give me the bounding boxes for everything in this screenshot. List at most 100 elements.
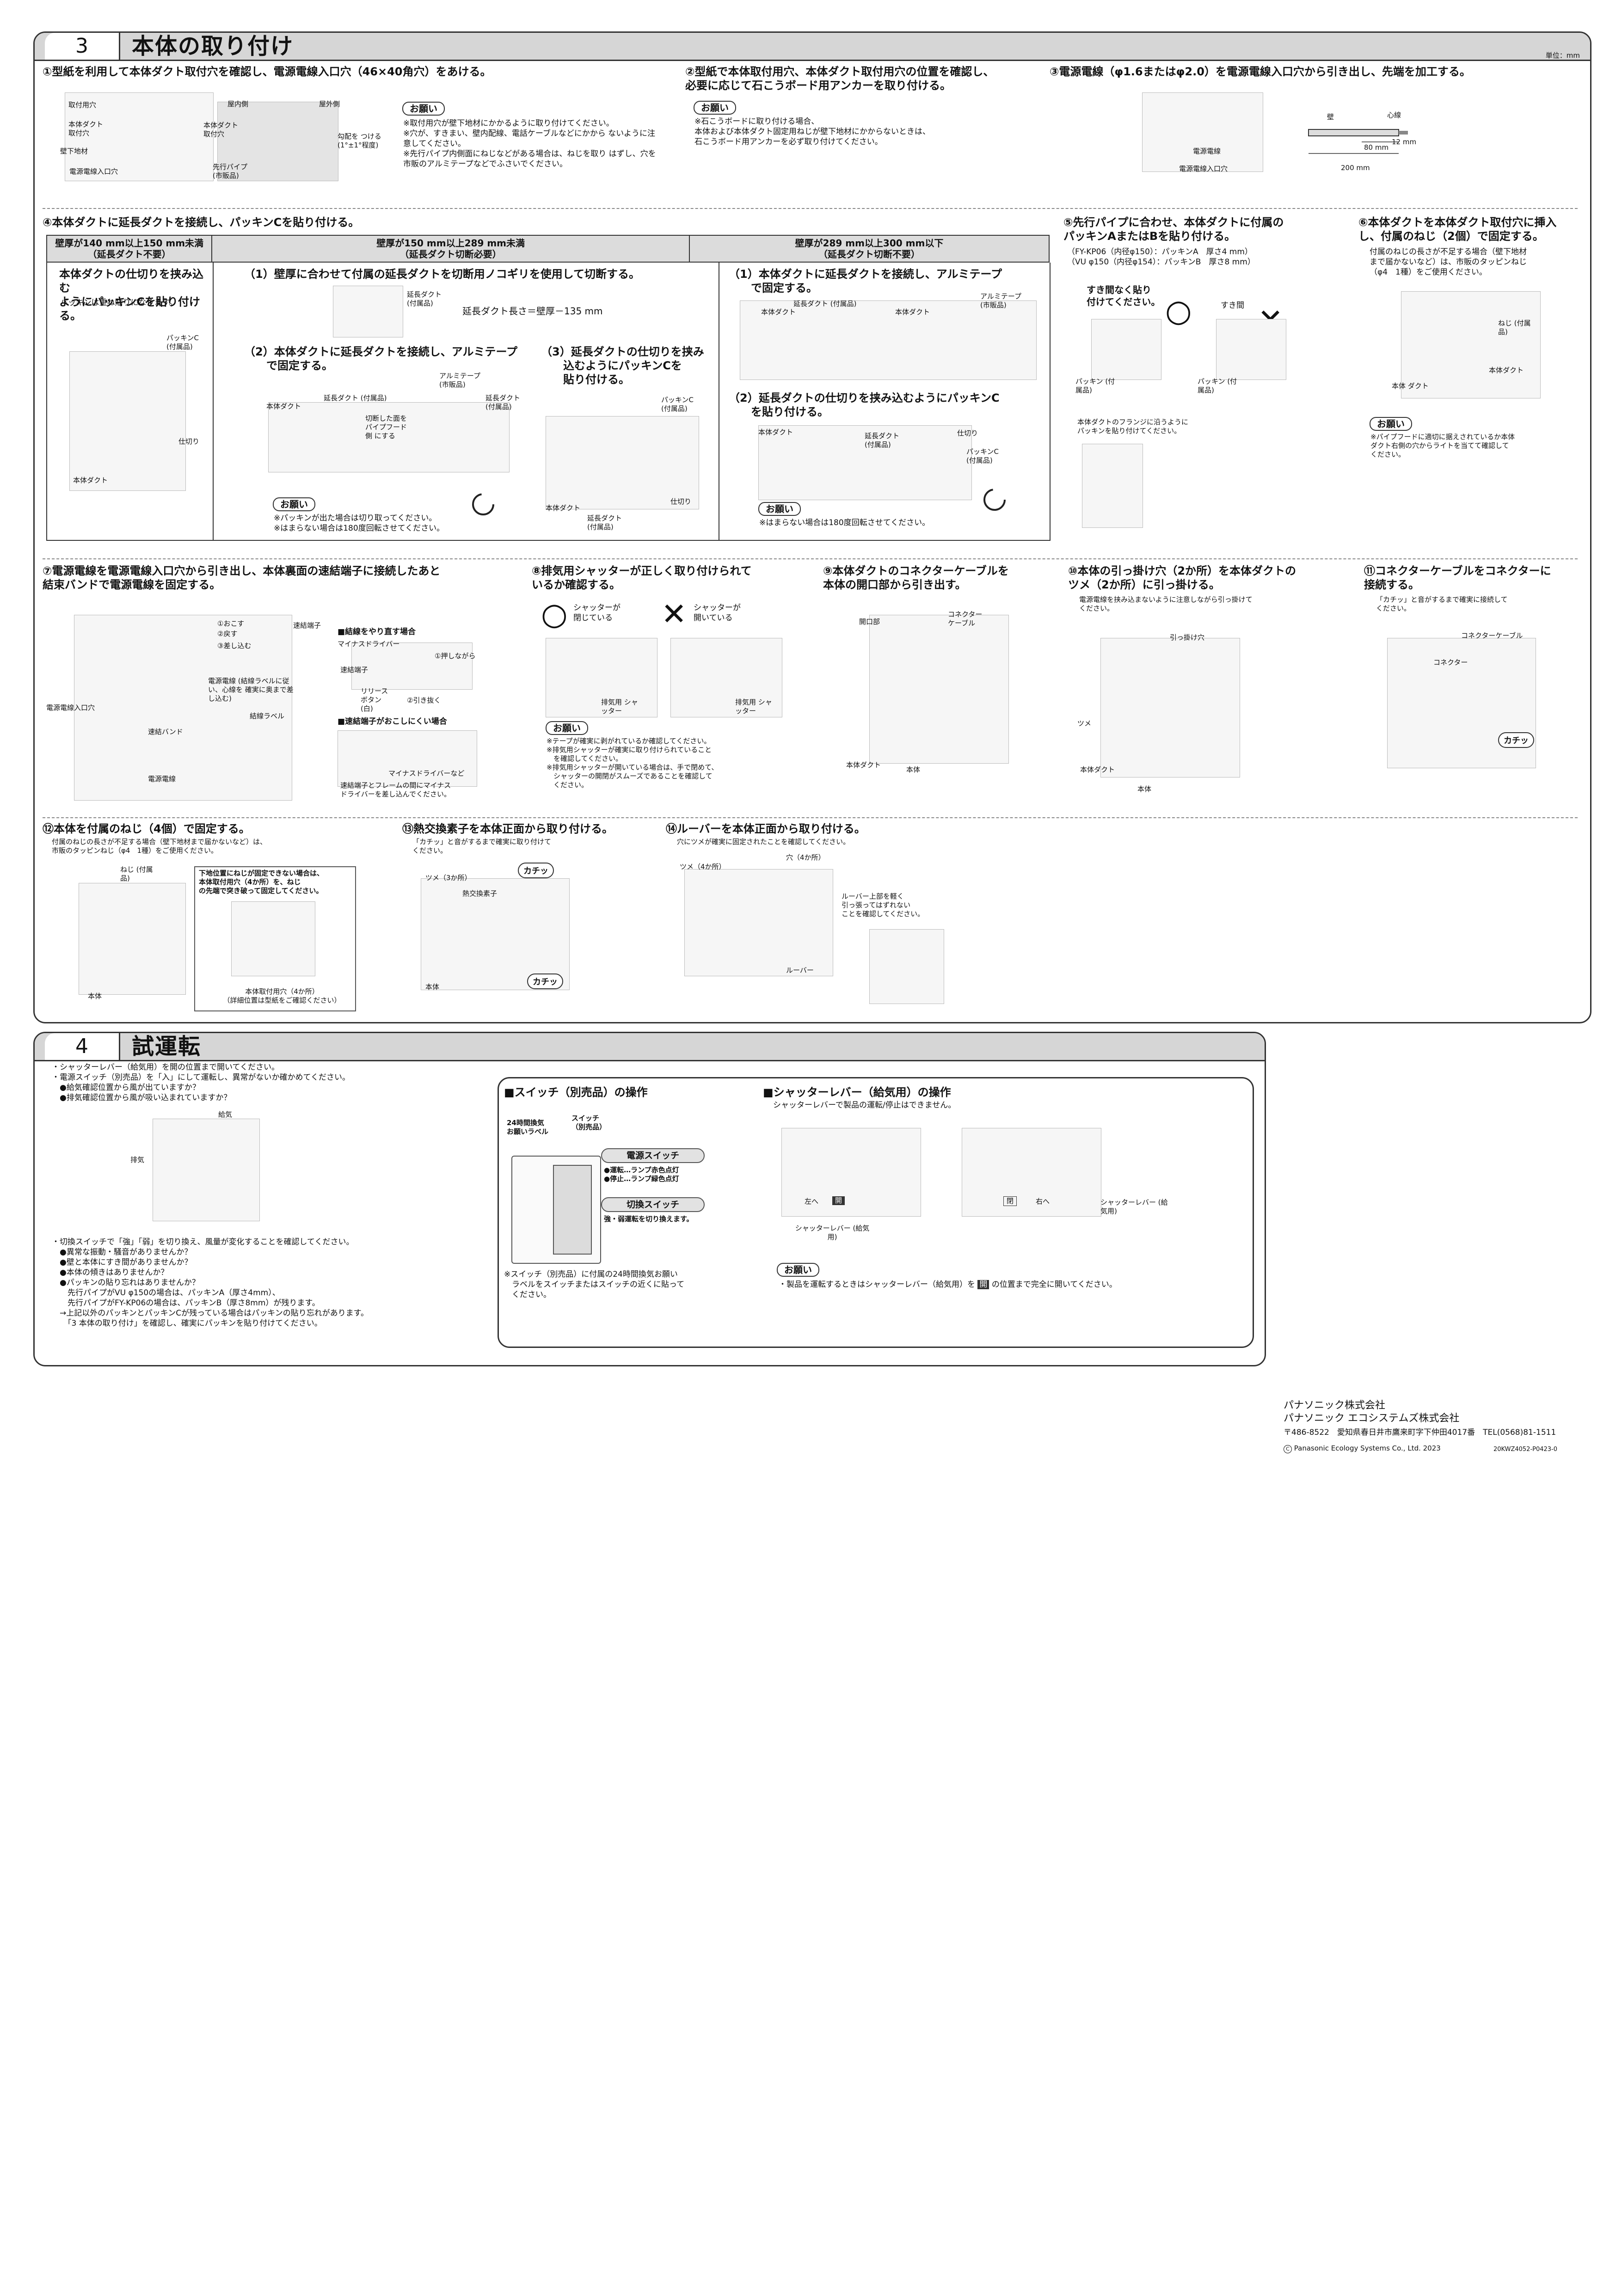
c3-join-illustration	[740, 300, 1037, 380]
step11-illustration	[1387, 638, 1536, 768]
step10-heading: ⑩本体の引っ掛け穴（2か所）を本体ダクトの ツメ（2か所）に引っ掛ける。	[1068, 564, 1296, 591]
step5-note: 本体ダクトのフランジに沿うように パッキンを貼り付けてください。	[1077, 418, 1189, 435]
label: リリース ボタン(白)	[361, 687, 388, 713]
label: 電源電線入口穴	[46, 704, 95, 712]
c2-step1: （1）壁厚に合わせて付属の延長ダクトを切断用ノコギリを使用して切断する。	[244, 268, 640, 281]
step5-specs: （FY-KP06（内径φ150）：パッキンA 厚さ4 mm） （VU φ150（…	[1067, 247, 1255, 267]
label: コネクターケーブル	[1461, 631, 1523, 640]
step14-illustration	[684, 869, 833, 976]
step12-illustration	[79, 883, 186, 995]
label: ①おこす	[217, 619, 245, 628]
switch-label-switch: スイッチ （別売品）	[571, 1114, 607, 1131]
section-header: 3 本体の取り付け	[35, 33, 1590, 61]
step8-ok-illustration	[546, 638, 657, 717]
lever-close-tag: 閉	[1003, 1196, 1017, 1206]
c3-packing-illustration	[758, 425, 972, 500]
label: 給気	[218, 1110, 233, 1119]
step7-redo-illustration	[351, 643, 473, 690]
label: 本体ダクト	[846, 761, 881, 769]
label: ルーバー	[786, 966, 814, 974]
label: 仕切り	[670, 497, 692, 506]
c2-join-illustration	[268, 402, 510, 472]
label: 電源電線 (結線ラベルに従い、心線を 確実に奥まで差し込む)	[208, 677, 294, 703]
section-test-run: 4 試運転	[33, 1032, 1266, 1366]
onegai-badge: お願い	[402, 102, 445, 116]
label: 速結端子とフレームの間にマイナス ドライバーを差し込んでください。	[340, 781, 451, 798]
label: 左へ	[805, 1197, 819, 1206]
lever-open-tag: 開	[832, 1196, 845, 1205]
step5-ok-text: すき間なく貼り 付けてください。	[1087, 284, 1161, 307]
footer-code: 20KWZ4052-P0423-0	[1493, 1446, 1558, 1453]
label: 切断した面を パイプフード側 にする	[365, 414, 407, 440]
step6-onegai: お願い	[1370, 417, 1412, 431]
label: 電源電線入口穴	[69, 167, 118, 176]
label: 電源電線入口穴	[1179, 165, 1228, 173]
lever-note-end: の位置まで完全に開いてください。	[991, 1280, 1117, 1289]
step11-sub: 「カチッ」と音がするまで確実に接続して ください。	[1376, 595, 1508, 612]
step4-table-header: 壁厚が140 mm以上150 mm未満 （延長ダクト不要） 壁厚が150 mm以…	[46, 235, 1050, 263]
step6-illustration	[1401, 291, 1541, 398]
label: 延長ダクト (付属品)	[793, 300, 857, 308]
label: シャッターレバー (給気用)	[1100, 1198, 1168, 1215]
divider	[43, 558, 1578, 559]
onegai-badge: お願い	[273, 497, 315, 511]
label: 本体ダクト	[758, 428, 793, 436]
section-install: 3 本体の取り付け 単位：mm	[33, 31, 1591, 1023]
ok-circle-icon: ○	[541, 596, 568, 632]
footer-company-1: パナソニック株式会社	[1284, 1400, 1386, 1411]
label: パッキンC (付属品)	[166, 334, 199, 351]
label: 電源電線	[1193, 147, 1221, 155]
change-switch-desc: 強・弱運転を切り換えます。	[604, 1215, 694, 1223]
step2-onegai: お願い	[694, 101, 736, 115]
lever-open-illustration	[781, 1128, 921, 1217]
switch-rocker[interactable]	[553, 1165, 592, 1255]
step1-notes: ※取付用穴が壁下地材にかかるように取り付けてください。 ※穴が、すきまい、壁内配…	[403, 119, 656, 169]
power-switch-button[interactable]: 電源スイッチ	[601, 1148, 705, 1163]
step5-ng-text: すき間	[1221, 301, 1244, 310]
label: 本体ダクト	[266, 402, 301, 410]
c3-notes: ※はまらない場合は180度回転させてください。	[759, 518, 930, 527]
step12-box	[194, 866, 356, 1011]
label: シャッターレバー (給気用)	[795, 1224, 870, 1241]
step7-heading: ⑦電源電線を電源電線入口穴から引き出し、本体裏面の速結端子に接続したあと 結束バ…	[43, 564, 441, 591]
redo-box-title: ■結線をやり直す場合	[338, 627, 416, 637]
label: 80 mm	[1364, 143, 1389, 152]
step8-ng-text: シャッターが 開いている	[694, 603, 741, 623]
label: 勾配を つける (1°±1°程度)	[338, 132, 381, 149]
label: 本体	[1137, 785, 1152, 793]
onegai-badge: お願い	[1370, 417, 1412, 431]
label: 延長ダクト (付属品)	[587, 514, 622, 531]
c2-packing-illustration	[546, 416, 699, 509]
step1-onegai: お願い	[402, 102, 445, 116]
step8-ng-illustration	[670, 638, 782, 717]
label: パッキン (付属品)	[1198, 377, 1237, 394]
label: 排気用 シャッター	[601, 698, 638, 715]
c2-cut-illustration	[333, 286, 403, 337]
label: 本体ダクト	[1489, 366, 1524, 374]
step14-hand-illustration	[869, 929, 944, 1004]
step3-heading: ③電源電線（φ1.6またはφ2.0）を電源電線入口穴から引き出し、先端を加工する…	[1050, 65, 1471, 78]
step4-heading: ④本体ダクトに延長ダクトを接続し、パッキンCを貼り付ける。	[43, 216, 360, 229]
section-title: 試運転	[132, 1034, 202, 1059]
c2-formula: 延長ダクト長さ＝壁厚－135 mm	[462, 306, 603, 317]
section-header: 4 試運転	[35, 1033, 1265, 1061]
lever-note: ・製品を運転するときはシャッターレバー（給気用）を 開 の位置まで完全に開いてく…	[779, 1280, 1241, 1290]
label: ②引き抜く	[407, 696, 441, 704]
label: 本体ダクト	[1080, 765, 1115, 774]
c2-onegai: お願い	[273, 497, 315, 511]
label: 屋外側	[319, 100, 340, 108]
step11-heading: ⑪コネクターケーブルをコネクターに 接続する。	[1364, 564, 1551, 591]
step5-ok-illustration	[1091, 319, 1161, 380]
step14-sub: 穴にツメが確実に固定されたことを確認してください。	[677, 838, 850, 846]
step1-template-illustration	[65, 92, 214, 181]
step4-col3	[719, 263, 1051, 541]
rotate-icon	[472, 493, 494, 515]
label: マイナスドライバー	[338, 640, 400, 648]
c2-notes: ※パッキンが出た場合は切り取ってください。 ※はまらない場合は180度回転させて…	[274, 514, 445, 533]
label: ①押しながら	[435, 652, 476, 660]
step10-illustration	[1100, 638, 1240, 778]
change-switch-button[interactable]: 切換スイッチ	[601, 1197, 705, 1212]
step5-flange-illustration	[1082, 444, 1143, 528]
label: 引っ掛け穴	[1170, 633, 1205, 642]
label: ③差し込む	[217, 642, 252, 650]
